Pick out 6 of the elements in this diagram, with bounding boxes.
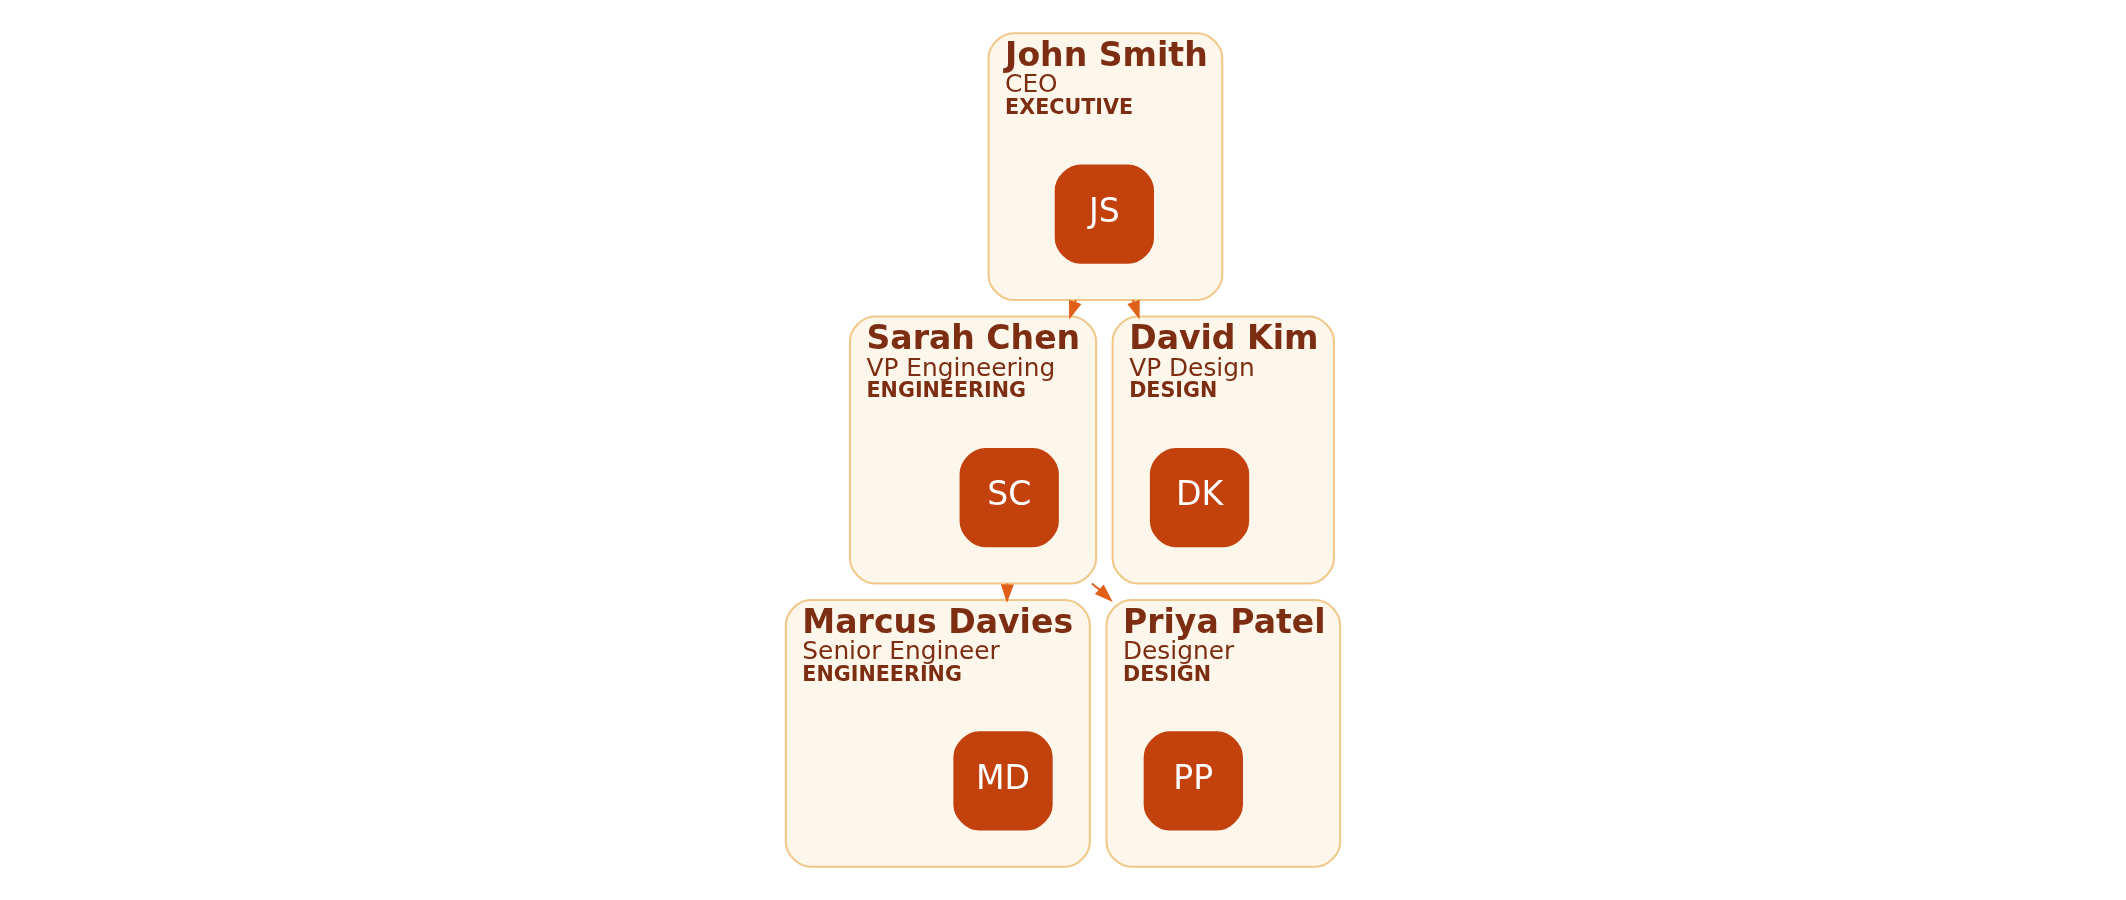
node-box: DK xyxy=(1149,447,1250,548)
arrow xyxy=(1091,582,1113,603)
node-box: MD xyxy=(953,731,1053,831)
node-box: SC xyxy=(959,447,1059,548)
node-box: PP xyxy=(1143,731,1243,831)
node-box: JS xyxy=(1054,164,1154,264)
